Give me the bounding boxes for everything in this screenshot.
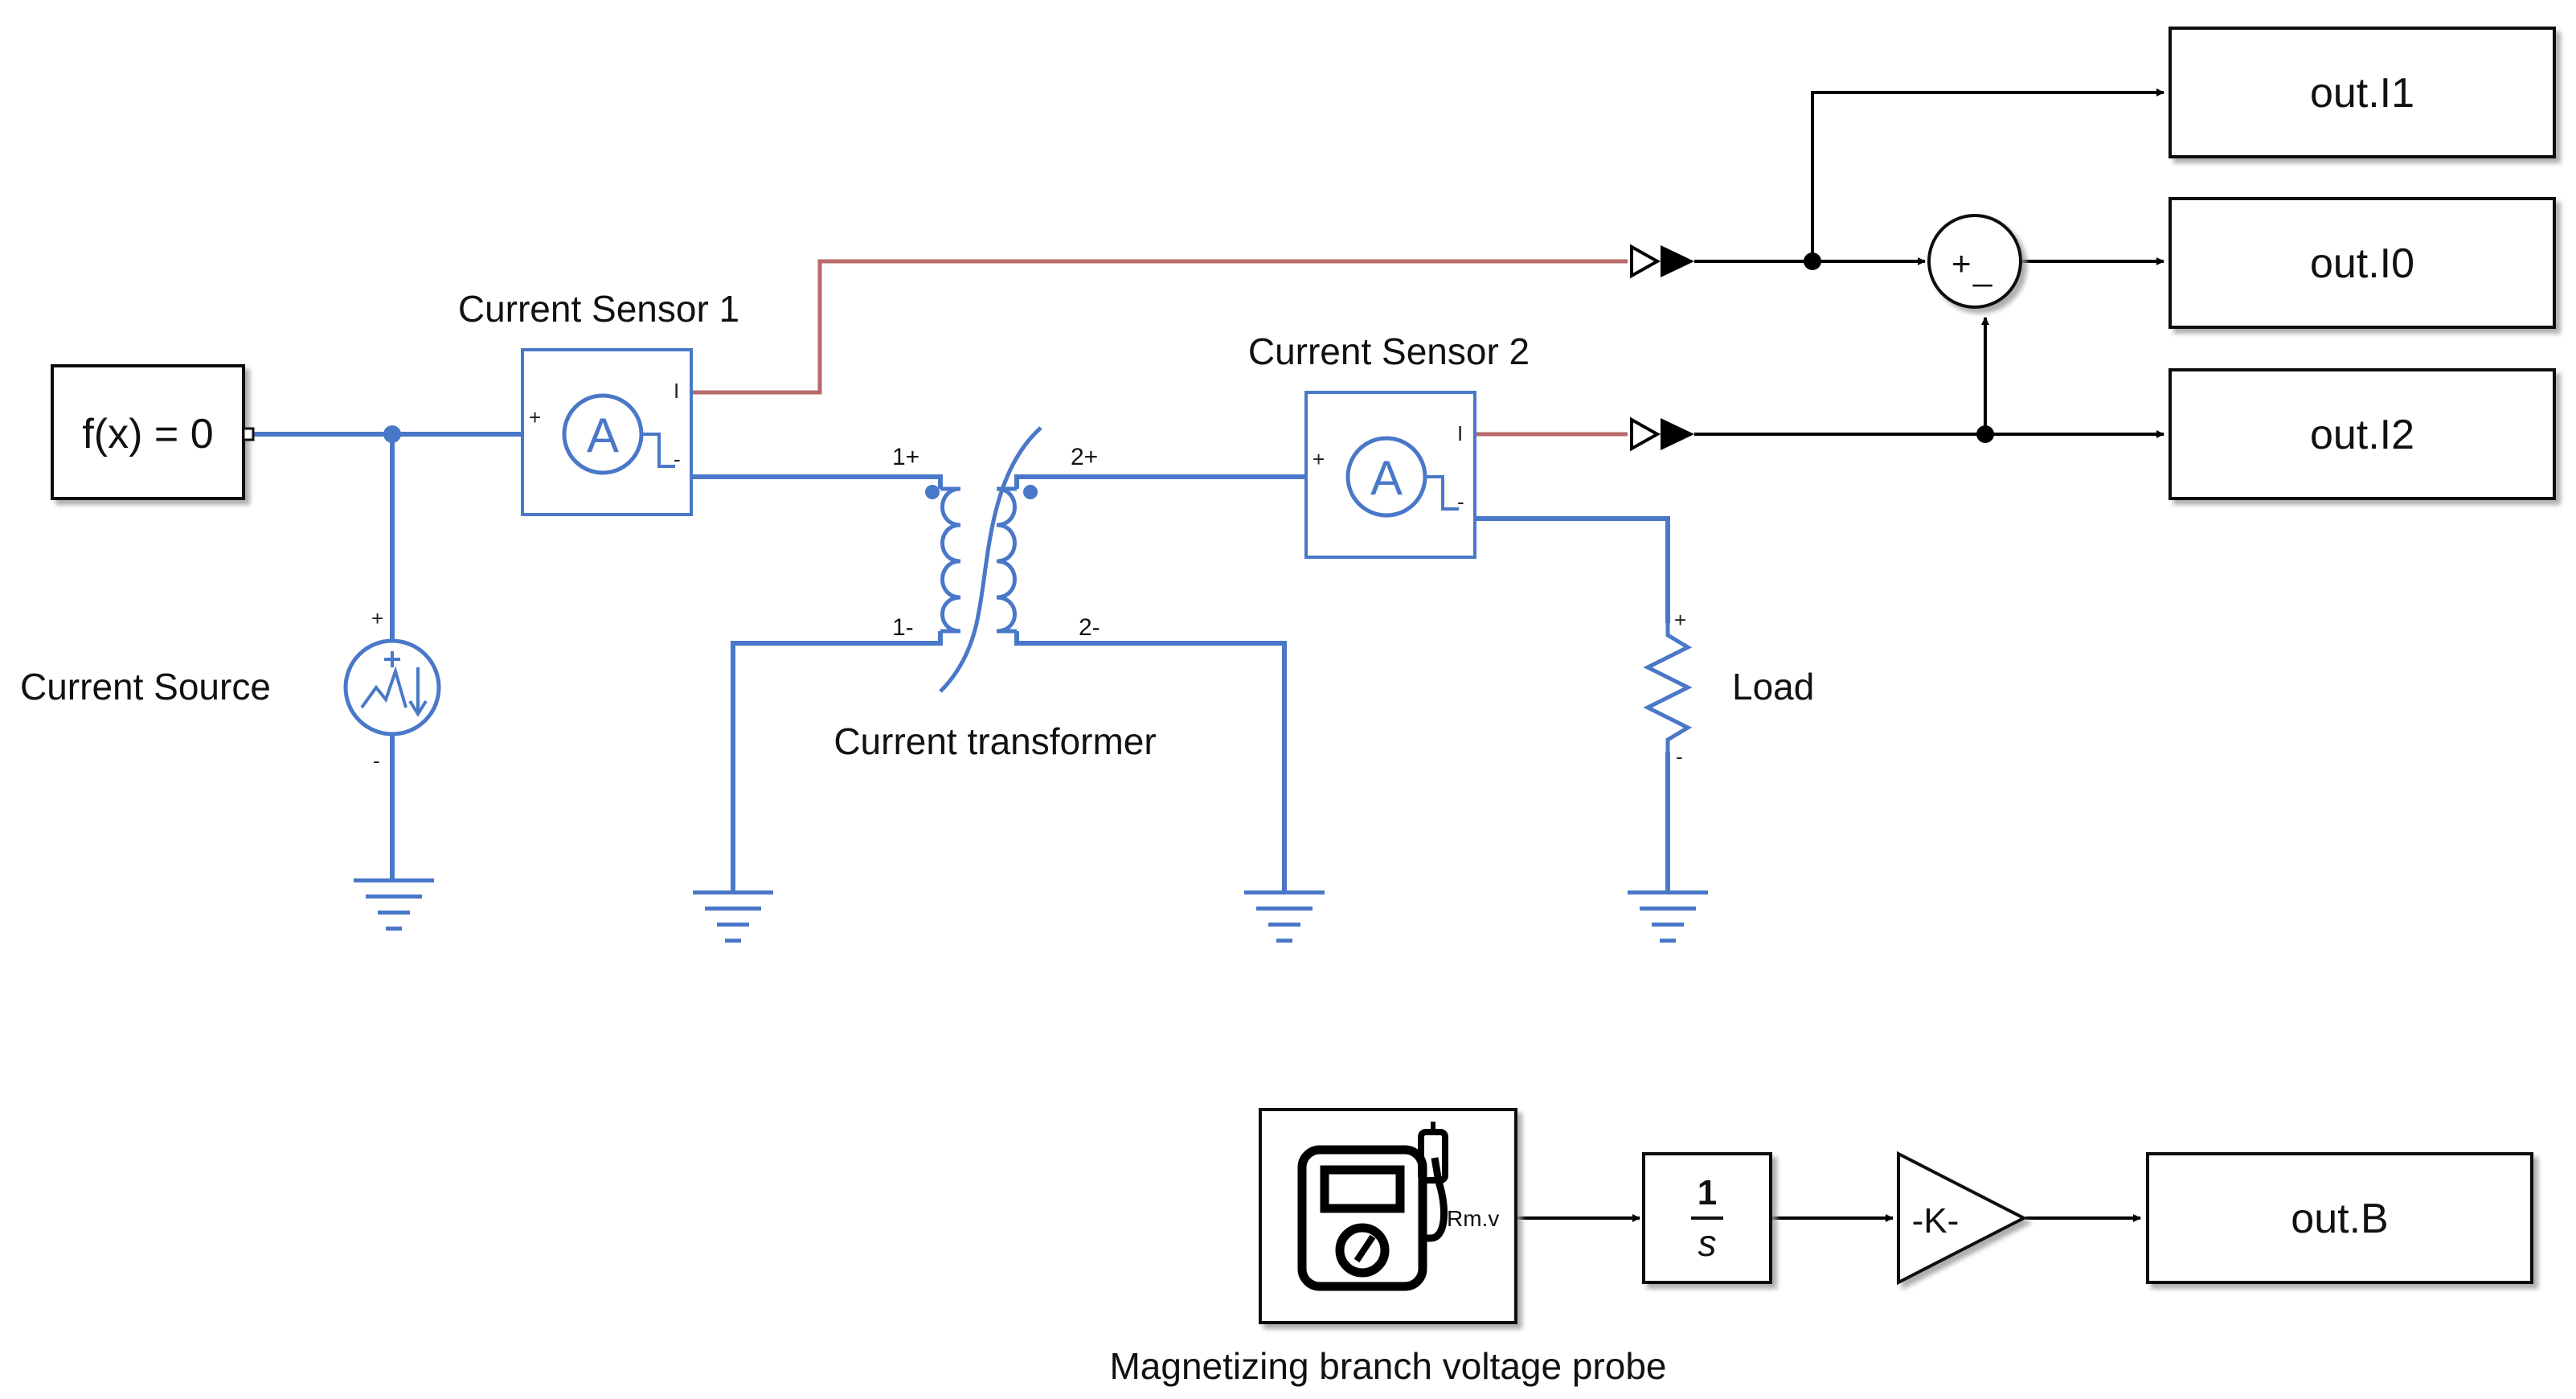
current-sensor-2-label: Current Sensor 2: [1248, 330, 1530, 372]
ps-signal-wires: [679, 259, 1628, 437]
primary-polarity-dot: [925, 485, 940, 499]
load-port-minus: -: [1676, 745, 1683, 769]
junction-signal-2: [1976, 425, 1994, 443]
signal-wires: [1517, 88, 2164, 1222]
junction-node-1: [383, 425, 401, 443]
probe-port-label: Rm.v: [1447, 1206, 1499, 1231]
secondary-polarity-dot: [1023, 485, 1038, 499]
winding-1minus: 1-: [892, 614, 914, 641]
ground-icon[interactable]: [354, 878, 434, 931]
ground-icon[interactable]: [1628, 890, 1708, 943]
probe-block[interactable]: Rm.v: [1259, 1108, 1517, 1324]
out-i1-label: out.I1: [2310, 70, 2414, 117]
wire-transformer-sensor2[interactable]: [1014, 474, 1306, 489]
source-port-plus: +: [371, 606, 383, 630]
load-port-plus: +: [1674, 608, 1686, 632]
sensor2-port-minus: -: [1457, 490, 1464, 514]
current-sensor-2-block[interactable]: A + I -: [1304, 391, 1476, 559]
solver-configuration-block[interactable]: f(x) = 0: [51, 364, 255, 500]
resistor-icon: [1643, 623, 1693, 752]
multimeter-icon: [1297, 1122, 1448, 1291]
sum-block[interactable]: + _: [1927, 214, 2022, 309]
current-source-label: Current Source: [20, 666, 271, 708]
out-i1-block[interactable]: out.I1: [2169, 27, 2556, 158]
gain-icon: [1897, 1151, 2028, 1286]
source-port-minus: -: [373, 749, 380, 773]
sum-minus: _: [1972, 249, 1992, 287]
out-b-label: out.B: [2291, 1196, 2388, 1242]
sensor1-port-i: I: [674, 379, 679, 403]
ground-icon[interactable]: [693, 890, 773, 943]
sum-icon: [1927, 214, 2022, 309]
wire-i1-branch-out[interactable]: [1811, 88, 2164, 261]
integrator-block[interactable]: 1 s: [1642, 1152, 1772, 1284]
current-sensor-1-label: Current Sensor 1: [458, 288, 739, 330]
probe-label: Magnetizing branch voltage probe: [1109, 1345, 1666, 1387]
winding-1plus: 1+: [892, 444, 919, 470]
winding-2minus: 2-: [1079, 614, 1100, 641]
out-i0-block[interactable]: out.I0: [2169, 197, 2556, 329]
sensor2-port-plus: +: [1313, 447, 1325, 471]
solver-label: f(x) = 0: [82, 411, 213, 457]
out-i0-label: out.I0: [2310, 240, 2414, 287]
gain-label: -K-: [1912, 1201, 1960, 1241]
sensor1-port-plus: +: [529, 405, 541, 429]
integrator-denominator: s: [1698, 1222, 1717, 1264]
current-source-block[interactable]: + -: [343, 606, 441, 773]
sensor1-port-minus: -: [674, 447, 681, 471]
out-i2-label: out.I2: [2310, 412, 2414, 458]
ps-converter-2[interactable]: [1630, 416, 1694, 452]
sum-plus: +: [1951, 244, 1972, 282]
winding-2plus: 2+: [1071, 444, 1098, 470]
out-b-block[interactable]: out.B: [2146, 1152, 2533, 1284]
load-block[interactable]: + -: [1643, 608, 1693, 769]
ammeter-letter-2: A: [1370, 451, 1403, 505]
load-label: Load: [1732, 666, 1814, 708]
out-i2-block[interactable]: out.I2: [2169, 368, 2556, 500]
transformer-icon[interactable]: [939, 426, 1042, 693]
ammeter-letter-1: A: [587, 408, 619, 462]
sensor2-port-i: I: [1457, 421, 1463, 445]
wire-sensor1-i[interactable]: [679, 259, 1628, 395]
wire-transformer-2minus-ground[interactable]: [1014, 631, 1287, 892]
ps-converter-1[interactable]: [1630, 244, 1694, 279]
current-sensor-1-block[interactable]: A + I -: [521, 348, 693, 516]
wire-transformer-1minus-ground[interactable]: [731, 631, 943, 892]
current-transformer-label: Current transformer: [833, 720, 1156, 762]
integrator-numerator: 1: [1698, 1173, 1717, 1212]
wire-sensor2-load[interactable]: [1452, 477, 1670, 623]
ground-icon[interactable]: [1244, 890, 1325, 943]
gain-block[interactable]: -K-: [1897, 1151, 2028, 1286]
junction-signal-1: [1804, 252, 1821, 270]
